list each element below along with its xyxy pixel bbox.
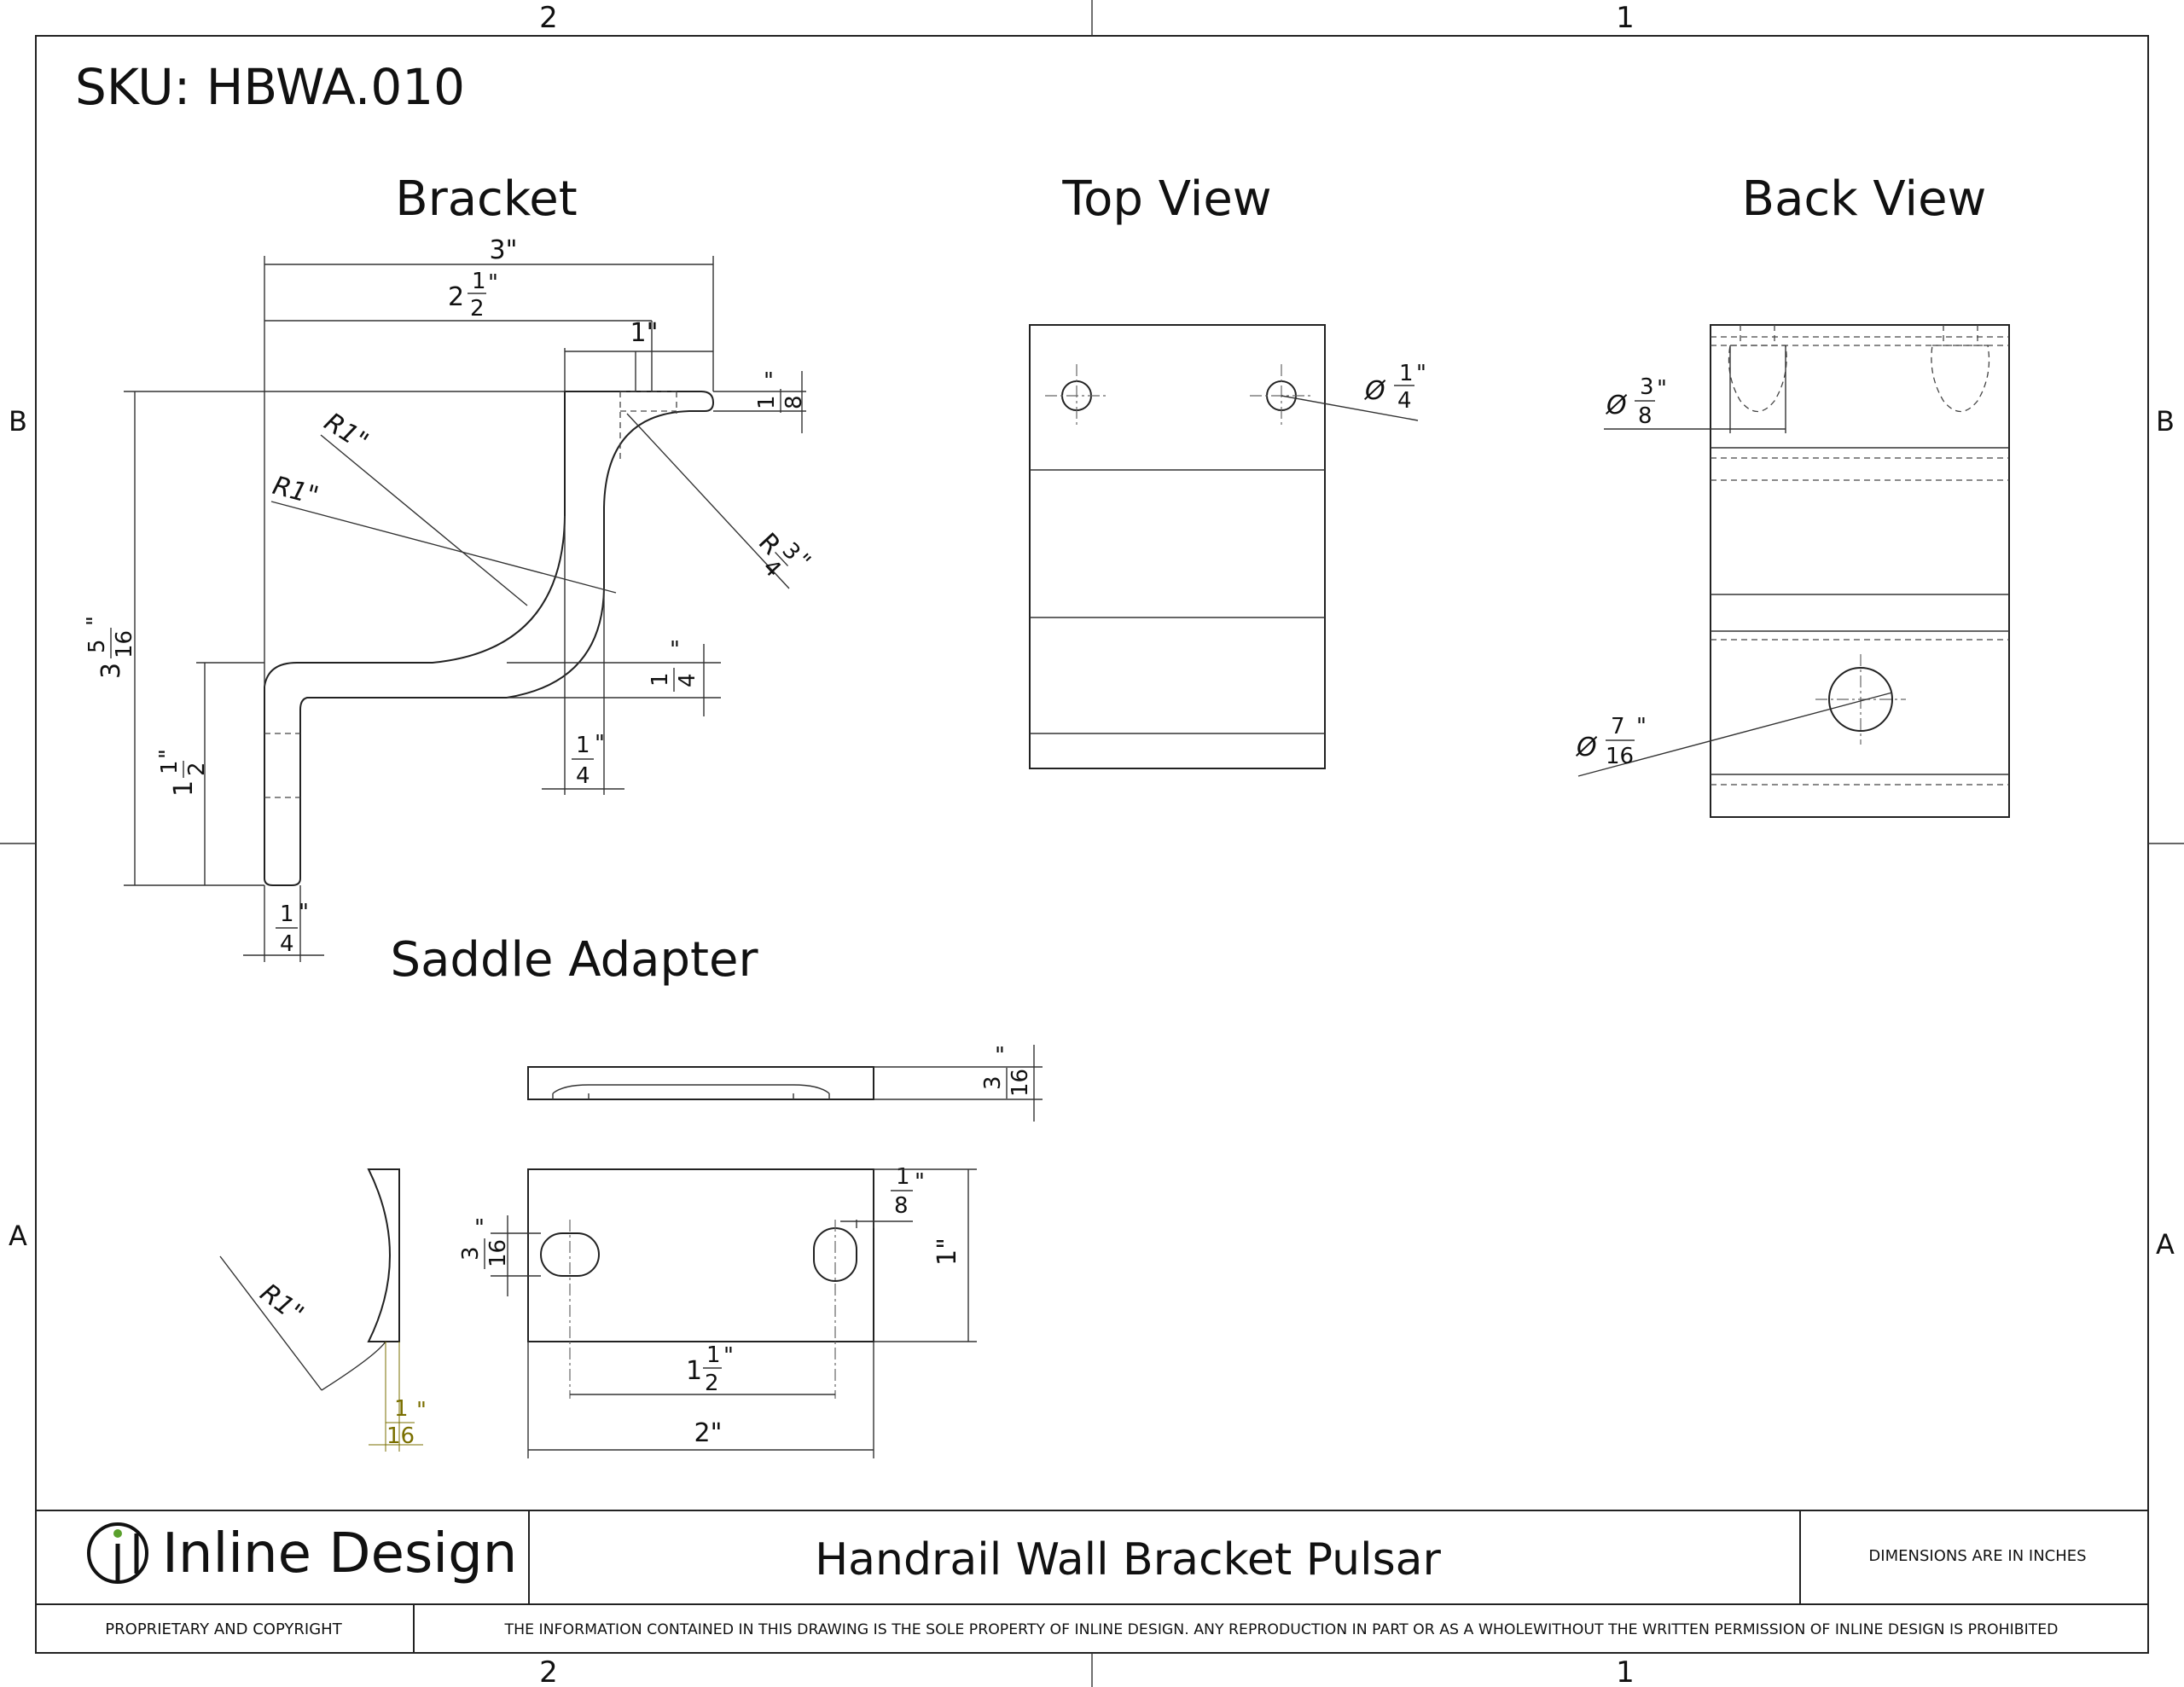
dim-saddle-radius: R1" (254, 1278, 309, 1329)
dim-slot-spacing-unit: " (723, 1343, 734, 1369)
dim-back-large-dia: Ø (1575, 733, 1598, 762)
dim-top-thk-den: 8 (781, 395, 807, 409)
zone-bottom-2: 2 (539, 1655, 558, 1687)
dim-wall-thk-num: 1 (576, 733, 590, 758)
back-hole-large (1828, 667, 1893, 732)
dim-bracket-flange: 1" (630, 318, 659, 348)
back-view: Ø 3 8 " Ø 7 16 " (1575, 324, 2010, 818)
dim-saddle-length: 2" (694, 1418, 723, 1448)
dim-slot-w-unit: " (474, 1215, 485, 1241)
dim-saddle-edge-unit: " (416, 1398, 427, 1423)
units-note: DIMENSIONS ARE IN INCHES (1868, 1547, 2086, 1565)
dim-low-height-unit: " (155, 749, 181, 759)
dim-back-large-num: 7 (1611, 714, 1625, 739)
dim-low-height-whole: 1 (169, 780, 199, 797)
dim-base-thk-den: 4 (280, 931, 294, 957)
dim-top-hole-dia: Ø (1363, 376, 1386, 406)
dim-slot-edge-unit: " (915, 1169, 925, 1195)
dim-height-whole: 3 (96, 663, 126, 679)
dim-bracket-inner-num: 1 (472, 269, 486, 294)
drawing-title: Handrail Wall Bracket Pulsar (815, 1534, 1441, 1586)
zone-right-a: A (2156, 1228, 2175, 1261)
top-view: Ø 1 4 " (1029, 324, 1426, 769)
dim-arm-thk-unit: " (670, 637, 680, 663)
company-name: Inline Design (162, 1522, 517, 1586)
dim-bracket-inner-whole: 2 (448, 282, 464, 312)
back-pocket-left (1728, 345, 1787, 413)
back-pocket-right (1931, 345, 1990, 413)
zone-left-a: A (9, 1220, 27, 1252)
dim-saddle-thk-unit: " (995, 1043, 1005, 1069)
dim-base-thk-unit: " (299, 900, 309, 925)
bracket-view-title: Bracket (395, 171, 577, 227)
dim-back-small-num: 3 (1640, 374, 1654, 400)
dim-bracket-inner-unit: " (488, 270, 498, 296)
bracket-dimensions: 3" 2 1 2 " 1" 1 8 " 3 5 16 " (83, 235, 816, 962)
dim-top-thk-num: 1 (754, 395, 780, 409)
top-hole-dim: Ø 1 4 " (1363, 361, 1426, 414)
dim-wall-thk-den: 4 (576, 763, 590, 789)
dim-saddle-thk-den: 16 (1008, 1069, 1033, 1097)
dim-wall-thk-unit: " (595, 731, 605, 757)
sku-label: SKU: HBWA.010 (75, 58, 465, 116)
dim-saddle-edge-num: 1 (394, 1396, 409, 1422)
zone-right-b: B (2156, 405, 2175, 438)
title-block: Inline Design Handrail Wall Bracket Puls… (36, 1510, 2148, 1653)
dim-height-num: 5 (84, 639, 110, 653)
dim-slot-edge-num: 1 (896, 1164, 910, 1190)
dim-low-height-den: 2 (184, 762, 210, 776)
saddle-slot-left (540, 1232, 600, 1277)
dim-top-hole-num: 1 (1399, 361, 1414, 386)
dim-arm-thk-den: 4 (675, 673, 700, 687)
zone-top-2: 2 (539, 1, 558, 35)
saddle-end-view: R1" 1 16 " (219, 1168, 427, 1452)
dim-top-hole-unit: " (1416, 361, 1426, 386)
dim-saddle-edge-den: 16 (386, 1423, 415, 1449)
dim-radius-1: R1" (319, 407, 374, 457)
dim-base-thk-num: 1 (280, 901, 294, 927)
dim-bracket-width: 3" (490, 235, 518, 265)
dim-slot-w-den: 16 (485, 1239, 511, 1267)
zone-left-b: B (9, 405, 27, 438)
dim-bracket-inner-den: 2 (470, 296, 485, 322)
dim-height-den: 16 (112, 630, 137, 658)
dim-back-small-den: 8 (1638, 403, 1653, 429)
dim-low-height-num: 1 (157, 760, 183, 774)
saddle-side-view: 3 16 " (527, 1043, 1043, 1122)
back-view-title: Back View (1742, 171, 1987, 227)
dim-arm-thk-num: 1 (648, 672, 673, 687)
copyright-notice: THE INFORMATION CONTAINED IN THIS DRAWIN… (504, 1621, 2059, 1638)
saddle-view-title: Saddle Adapter (391, 932, 759, 988)
dim-slot-spacing-den: 2 (705, 1371, 719, 1396)
dim-slot-spacing-whole: 1 (686, 1356, 702, 1386)
dim-back-large-den: 16 (1606, 744, 1634, 769)
company-logo (87, 1522, 148, 1584)
dim-slot-spacing-num: 1 (706, 1342, 721, 1368)
dim-top-hole-den: 4 (1397, 388, 1412, 414)
saddle-front-view: 3 16 " 1 8 " 1" 1 1 2 " 2" (458, 1164, 977, 1458)
dim-slot-edge-den: 8 (894, 1193, 909, 1219)
top-view-title: Top View (1061, 171, 1271, 227)
bracket-profile (264, 391, 715, 886)
dim-top-thk-unit: " (764, 368, 774, 394)
dim-back-large-unit: " (1636, 714, 1647, 739)
dim-radius-2: R1" (270, 471, 322, 512)
dim-slot-w-num: 3 (458, 1246, 484, 1261)
proprietary-label: PROPRIETARY AND COPYRIGHT (105, 1620, 342, 1638)
zone-bottom-1: 1 (1616, 1655, 1635, 1687)
dim-saddle-thk-num: 3 (980, 1075, 1006, 1090)
dim-back-small-dia: Ø (1605, 391, 1628, 420)
dim-back-small-unit: " (1657, 376, 1667, 402)
dim-height-unit: " (83, 616, 108, 626)
dim-saddle-height: 1" (932, 1238, 962, 1266)
zone-top-1: 1 (1616, 1, 1635, 35)
